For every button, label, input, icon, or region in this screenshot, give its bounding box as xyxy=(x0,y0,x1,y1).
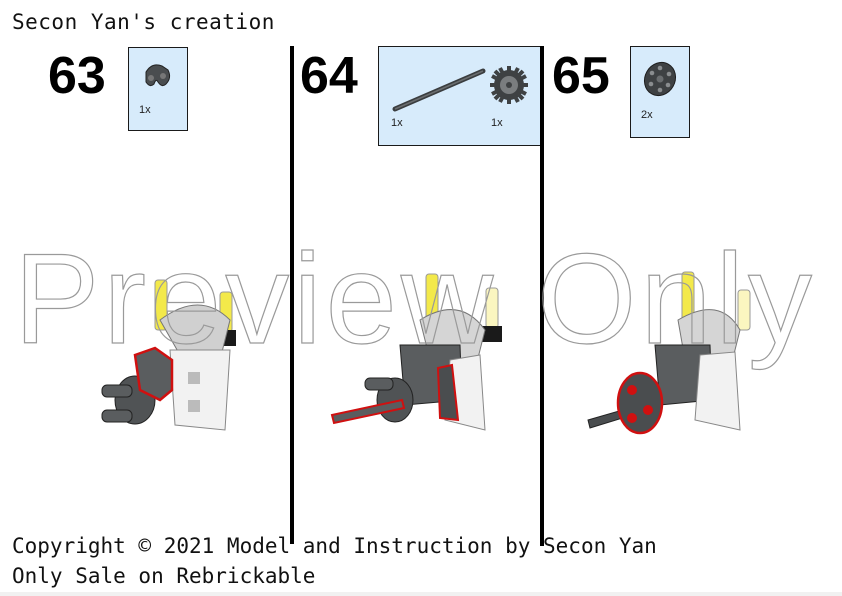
model-step-64-illustration xyxy=(330,273,502,431)
page-bottom-edge xyxy=(0,592,842,596)
footer-copyright: Copyright © 2021 Model and Instruction b… xyxy=(12,534,657,558)
step-divider xyxy=(540,46,544,546)
header-title: Secon Yan's creation xyxy=(12,10,275,34)
belt-wheel-icon xyxy=(643,61,677,97)
parts-callout-64: 1x 1x xyxy=(378,46,544,146)
part-qty: 1x xyxy=(391,117,403,129)
part-qty: 1x xyxy=(139,104,151,116)
footer-sale-note: Only Sale on Rebrickable xyxy=(12,564,316,588)
part-qty: 2x xyxy=(641,109,653,121)
gear-icon xyxy=(490,66,528,104)
model-step-63-illustration xyxy=(101,279,236,431)
step-divider xyxy=(290,46,294,544)
pin-connector-icon xyxy=(145,64,171,87)
step-number-64: 64 xyxy=(300,47,358,105)
step-number-63: 63 xyxy=(48,47,106,105)
parts-callout-63: 1x xyxy=(128,47,188,131)
model-step-65-illustration xyxy=(587,271,751,435)
part-qty: 1x xyxy=(491,117,503,129)
parts-callout-65: 2x xyxy=(630,46,690,138)
step-number-65: 65 xyxy=(552,47,610,105)
axle-icon xyxy=(392,68,486,112)
